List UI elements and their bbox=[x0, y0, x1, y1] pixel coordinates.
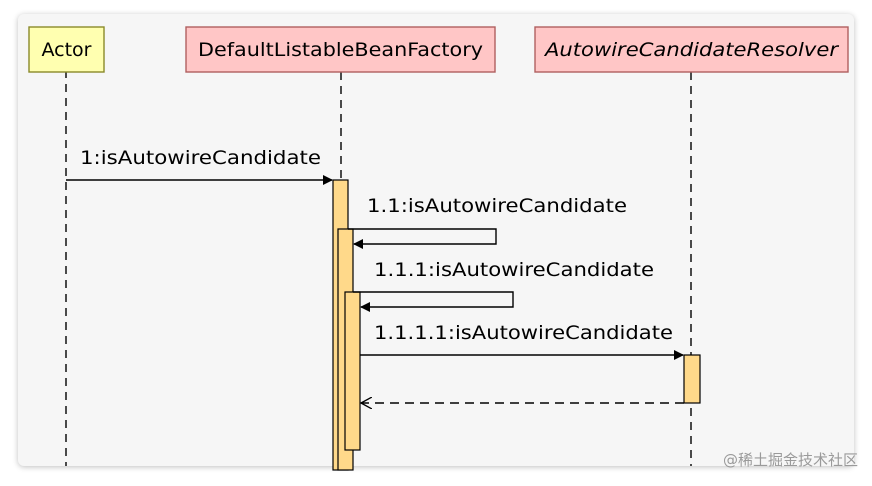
message-1-1-1-arrow bbox=[353, 291, 514, 312]
participant-actor: Actor bbox=[28, 26, 105, 73]
message-1-1-1-1-label: 1.1.1.1:isAutowireCandidate bbox=[374, 322, 673, 344]
message-1-1-1-label: 1.1.1:isAutowireCandidate bbox=[374, 259, 654, 281]
participant-factory: DefaultListableBeanFactory bbox=[185, 26, 496, 73]
watermark-text: @稀土掘金技术社区 bbox=[722, 451, 858, 469]
message-1-label: 1:isAutowireCandidate bbox=[80, 147, 321, 169]
participant-resolver: AutowireCandidateResolver bbox=[534, 26, 849, 73]
activation-resolver bbox=[683, 354, 701, 404]
participant-resolver-label: AutowireCandidateResolver bbox=[543, 39, 840, 61]
activation-factory-3 bbox=[344, 291, 361, 451]
message-1-1-label: 1.1:isAutowireCandidate bbox=[367, 195, 627, 217]
participant-factory-label: DefaultListableBeanFactory bbox=[198, 39, 483, 61]
diagram-panel bbox=[18, 14, 854, 466]
message-1-1-arrow bbox=[348, 228, 497, 249]
participant-actor-label: Actor bbox=[42, 39, 92, 61]
